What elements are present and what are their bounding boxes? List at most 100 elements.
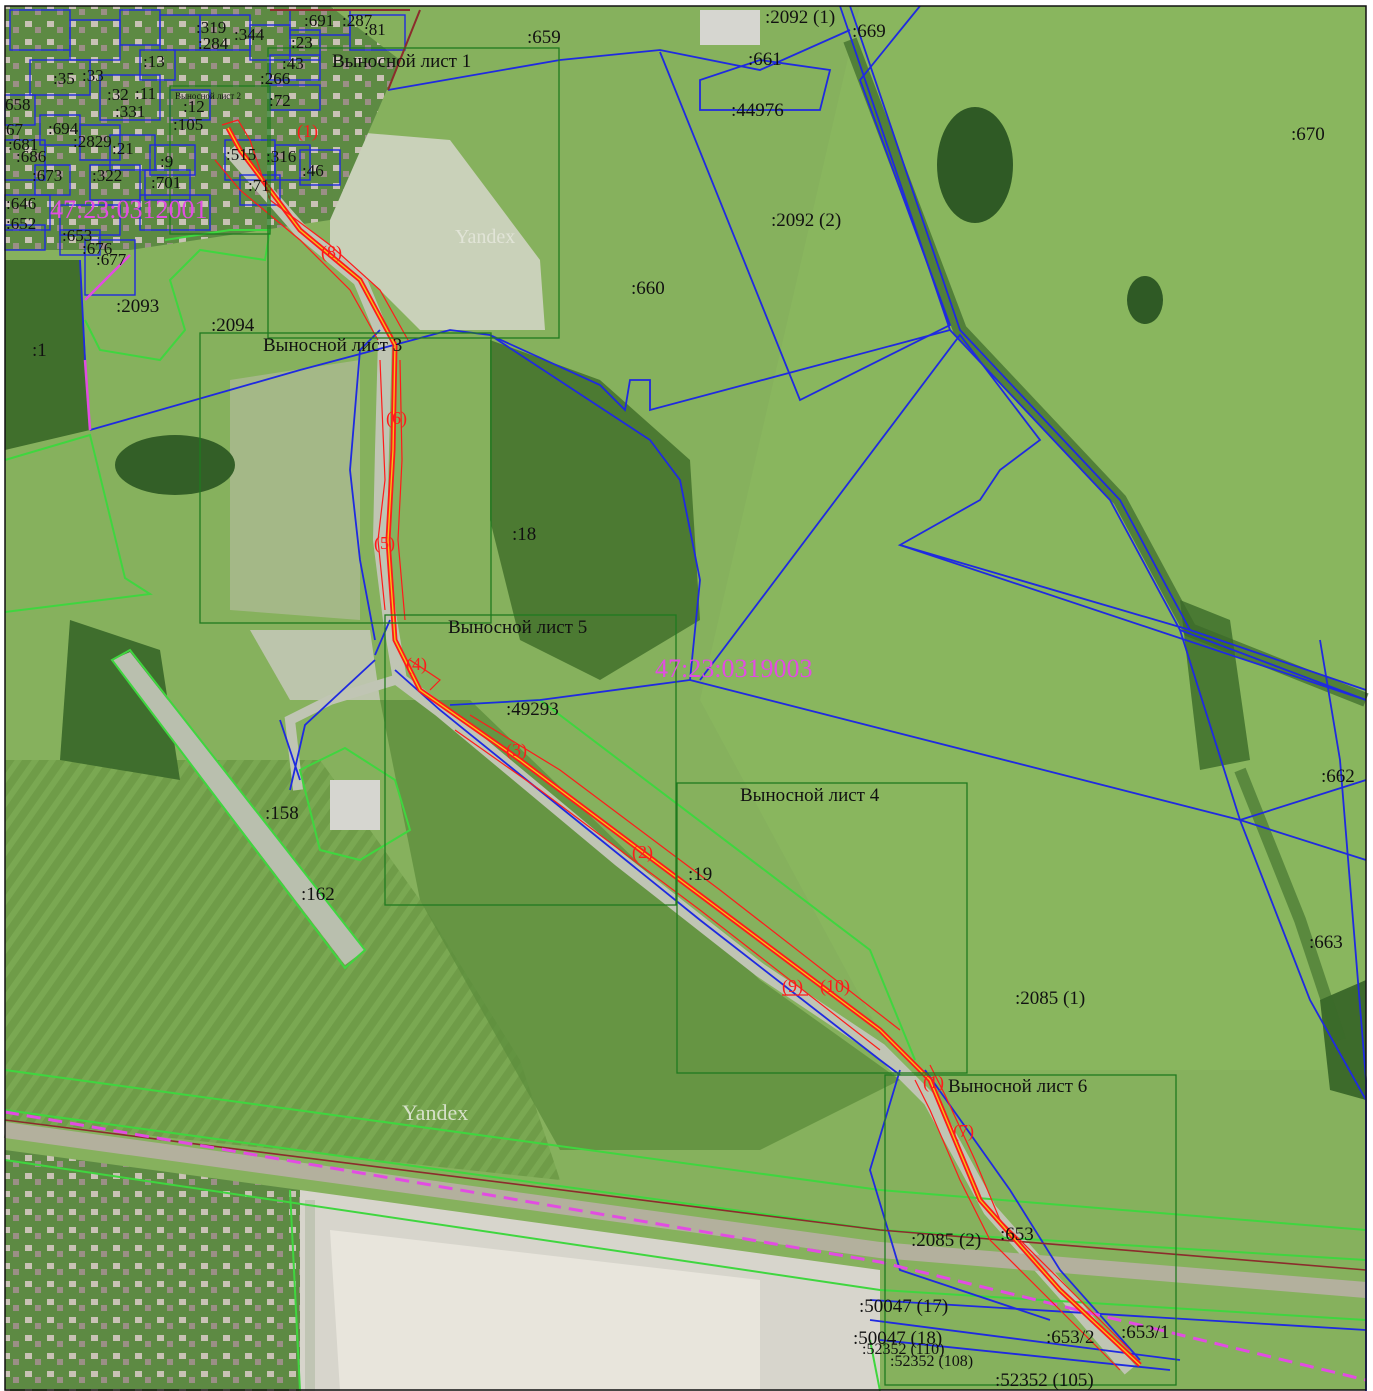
village-label: :515 (226, 145, 256, 164)
watermark-label: Yandex (402, 1100, 468, 1125)
parcel-label: :18 (512, 524, 536, 545)
village-label: :694 (48, 119, 79, 138)
quarter-label: 47:23:0312001 (50, 195, 207, 224)
village-label: :21 (112, 139, 134, 158)
village-label: :23 (291, 33, 313, 52)
route-marker: (1) (297, 121, 318, 142)
route-marker: (10) (820, 976, 850, 997)
route-marker: (8) (321, 242, 342, 263)
sheet-frame-2 (169, 85, 271, 235)
village-label: :652 (6, 214, 36, 233)
parcel-label: :162 (301, 884, 335, 905)
village-label: :13 (143, 52, 165, 71)
village-label: :691 (304, 11, 334, 30)
parcel-label: :663 (1309, 932, 1343, 953)
sheet-frames (169, 47, 1177, 1386)
sheet-frame-4 (676, 782, 968, 1074)
village-label: :676 (82, 239, 112, 258)
village-label: :701 (151, 173, 181, 192)
village-label: :105 (173, 115, 203, 134)
village-lots (4, 9, 406, 296)
village-label: :284 (198, 34, 229, 53)
parcel-label: :50047 (18) (853, 1328, 942, 1349)
administrative-lines (4, 9, 1367, 1382)
village-label: :12 (183, 97, 205, 116)
parcel-label: :2085 (1) (1015, 988, 1085, 1009)
village-label: :322 (92, 166, 122, 185)
village-label: :344 (234, 25, 265, 44)
parcel-label: :44976 (731, 100, 784, 121)
parcel-label: :662 (1321, 766, 1355, 787)
route-marker: (1) (923, 1072, 944, 1093)
sheet-label: Выносной лист 4 (740, 785, 880, 806)
map-border (4, 5, 1367, 1391)
parcel-label: :1 (32, 340, 47, 361)
village-label: :35 (53, 69, 75, 88)
village-label: :266 (260, 69, 290, 88)
village-label: :71 (248, 176, 270, 195)
village-label: :316 (266, 147, 296, 166)
village-label: :686 (16, 147, 46, 166)
parcel-label: :660 (631, 278, 665, 299)
parcel-label: :669 (852, 21, 886, 42)
parcel-label: :670 (1291, 124, 1325, 145)
sheet-label: Выносной лист 2 (175, 91, 241, 101)
route-marker: (6) (386, 408, 407, 429)
village-label: :646 (6, 194, 36, 213)
village-label: :331 (115, 102, 145, 121)
village-label: 658 (5, 95, 31, 114)
parcel-label: :653/1 (1121, 1322, 1170, 1343)
parcel-label: :2092 (2) (771, 210, 841, 231)
village-label: :681 (8, 135, 38, 154)
watermark-label: Yandex (455, 226, 515, 248)
parcel-label: :50047 (17) (859, 1296, 948, 1317)
parcel-label: :2093 (116, 296, 159, 317)
satellite-base (3, 6, 1369, 1391)
parcel-label: :2094 (211, 315, 255, 336)
village-label: :653 (62, 226, 92, 245)
village-label: :319 (196, 18, 226, 37)
parcel-label: :2085 (2) (911, 1230, 981, 1251)
parcel-label: :52352 (105) (995, 1370, 1094, 1391)
sheet-frame-3 (199, 332, 492, 624)
sheet-frame-1 (267, 47, 560, 339)
quarter-label: 47:23:0319003 (655, 654, 812, 683)
route-marker: (2) (632, 842, 653, 863)
map-labels: Yandex Yandex 47:23:0312001 47:23:031900… (5, 7, 1355, 1391)
village-label: :677 (96, 250, 127, 269)
parcel-label: :2092 (1) (765, 7, 835, 28)
sheet-label: Выносной лист 1 (332, 51, 471, 72)
sheet-label: Выносной лист 3 (263, 335, 402, 356)
parcel-label: :49293 (506, 699, 559, 720)
village-label: :43 (282, 54, 304, 73)
village-label: :33 (82, 66, 104, 85)
route-marker: (3) (506, 740, 527, 761)
village-label: :11 (135, 84, 156, 103)
sheet-frame-6 (884, 1074, 1177, 1386)
sheet-label: Выносной лист 6 (948, 1076, 1087, 1097)
village-label: :2829 (73, 132, 112, 151)
village-label: :9 (160, 152, 173, 171)
sheet-frame-5 (384, 614, 677, 906)
village-label: 67 (6, 120, 24, 139)
route-marker: (4) (406, 654, 427, 675)
parcel-label: :52352 (108) (890, 1353, 973, 1370)
village-label: :287 (342, 11, 373, 30)
parcel-label: :19 (688, 864, 712, 885)
route-marker: (5) (374, 533, 395, 554)
village-label: :72 (269, 91, 291, 110)
route-marker: (9) (782, 976, 803, 997)
sheet-label: Выносной лист 5 (448, 617, 587, 638)
parcel-label: :52352 (110) (862, 1341, 945, 1358)
village-label: :46 (302, 161, 324, 180)
parcel-label: :653 (1000, 1224, 1034, 1245)
village-label: :32 (107, 85, 129, 104)
parcel-label: :158 (265, 803, 299, 824)
village-label: :81 (364, 20, 386, 39)
village-label: :673 (32, 166, 62, 185)
parcel-label: :653/2 (1046, 1327, 1095, 1348)
parcel-label: :659 (527, 27, 561, 48)
parcel-label: :661 (748, 49, 782, 70)
